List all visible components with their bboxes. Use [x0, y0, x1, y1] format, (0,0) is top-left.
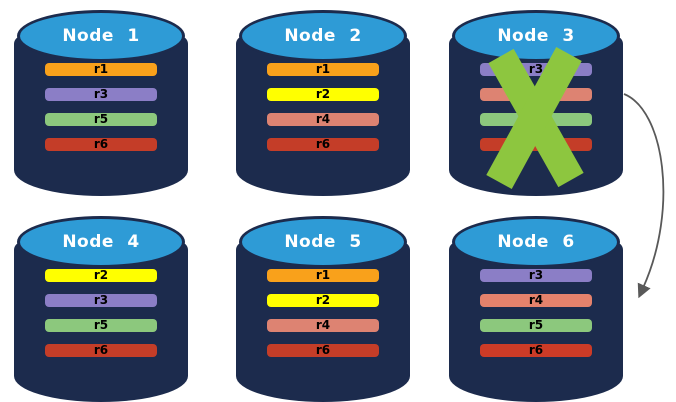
- replica-bar: r6: [45, 344, 157, 357]
- node-1: Node 1 r1 r3 r5 r6: [14, 10, 188, 196]
- replica-bar: r1: [267, 269, 379, 282]
- replica-bar: r6: [267, 138, 379, 151]
- node-3: Node 3 r3: [449, 10, 623, 196]
- replica-bar: r4: [267, 113, 379, 126]
- node-title: Node 3: [497, 26, 575, 46]
- replica-bar: r1: [267, 63, 379, 76]
- replica-label: r3: [528, 62, 544, 76]
- node-6-replica-list: r3 r4 r5 r6: [449, 269, 623, 357]
- replica-label: r6: [93, 137, 109, 151]
- replica-bar: r3: [480, 63, 592, 76]
- replica-label: r5: [93, 112, 109, 126]
- node-4-replica-list: r2 r3 r5 r6: [14, 269, 188, 357]
- node-title: Node 1: [62, 26, 140, 46]
- replica-bar: r6: [267, 344, 379, 357]
- node-5-replica-list: r1 r2 r4 r6: [236, 269, 410, 357]
- node-title: Node 4: [62, 232, 140, 252]
- node-2-cylinder-top: Node 2: [239, 10, 407, 62]
- replica-label: r1: [315, 62, 331, 76]
- replica-label: r4: [528, 293, 544, 307]
- replica-bar: r5: [45, 319, 157, 332]
- replica-label: r2: [315, 87, 331, 101]
- node-4-cylinder-top: Node 4: [17, 216, 185, 268]
- node-1-cylinder-top: Node 1: [17, 10, 185, 62]
- replica-label: r3: [93, 87, 109, 101]
- replica-bar: r2: [45, 269, 157, 282]
- node-title: Node 2: [284, 26, 362, 46]
- replica-bar: r5: [480, 319, 592, 332]
- replica-bar: [480, 138, 592, 151]
- replica-bar: r6: [45, 138, 157, 151]
- replica-bar: r3: [45, 294, 157, 307]
- replica-bar: r1: [45, 63, 157, 76]
- node-5-cylinder-top: Node 5: [239, 216, 407, 268]
- replica-label: r2: [315, 293, 331, 307]
- replica-label: r3: [528, 268, 544, 282]
- replica-bar: [480, 113, 592, 126]
- replica-bar: r2: [267, 88, 379, 101]
- replica-bar: r4: [480, 294, 592, 307]
- node-6: Node 6 r3 r4 r5 r6: [449, 216, 623, 402]
- replica-label: r5: [528, 318, 544, 332]
- replica-label: r3: [93, 293, 109, 307]
- replica-bar: r5: [45, 113, 157, 126]
- replica-bar: [480, 88, 592, 101]
- node-2-replica-list: r1 r2 r4 r6: [236, 63, 410, 151]
- node-6-cylinder-top: Node 6: [452, 216, 620, 268]
- replica-label: r6: [93, 343, 109, 357]
- replica-label: r1: [315, 268, 331, 282]
- replica-bar: r6: [480, 344, 592, 357]
- node-title: Node 5: [284, 232, 362, 252]
- replica-bar: r3: [45, 88, 157, 101]
- replica-label: r4: [315, 318, 331, 332]
- replica-label: r6: [528, 343, 544, 357]
- replica-label: r1: [93, 62, 109, 76]
- node-4: Node 4 r2 r3 r5 r6: [14, 216, 188, 402]
- node-title: Node 6: [497, 232, 575, 252]
- node-2: Node 2 r1 r2 r4 r6: [236, 10, 410, 196]
- replica-bar: r4: [267, 319, 379, 332]
- replica-bar: r3: [480, 269, 592, 282]
- replica-label: r5: [93, 318, 109, 332]
- node-3-cylinder-top: Node 3: [452, 10, 620, 62]
- node-5: Node 5 r1 r2 r4 r6: [236, 216, 410, 402]
- replica-label: r2: [93, 268, 109, 282]
- replica-label: r6: [315, 137, 331, 151]
- replica-label: r4: [315, 112, 331, 126]
- replica-label: r6: [315, 343, 331, 357]
- replica-bar: r2: [267, 294, 379, 307]
- node-1-replica-list: r1 r3 r5 r6: [14, 63, 188, 151]
- node-3-replica-list: r3: [449, 63, 623, 151]
